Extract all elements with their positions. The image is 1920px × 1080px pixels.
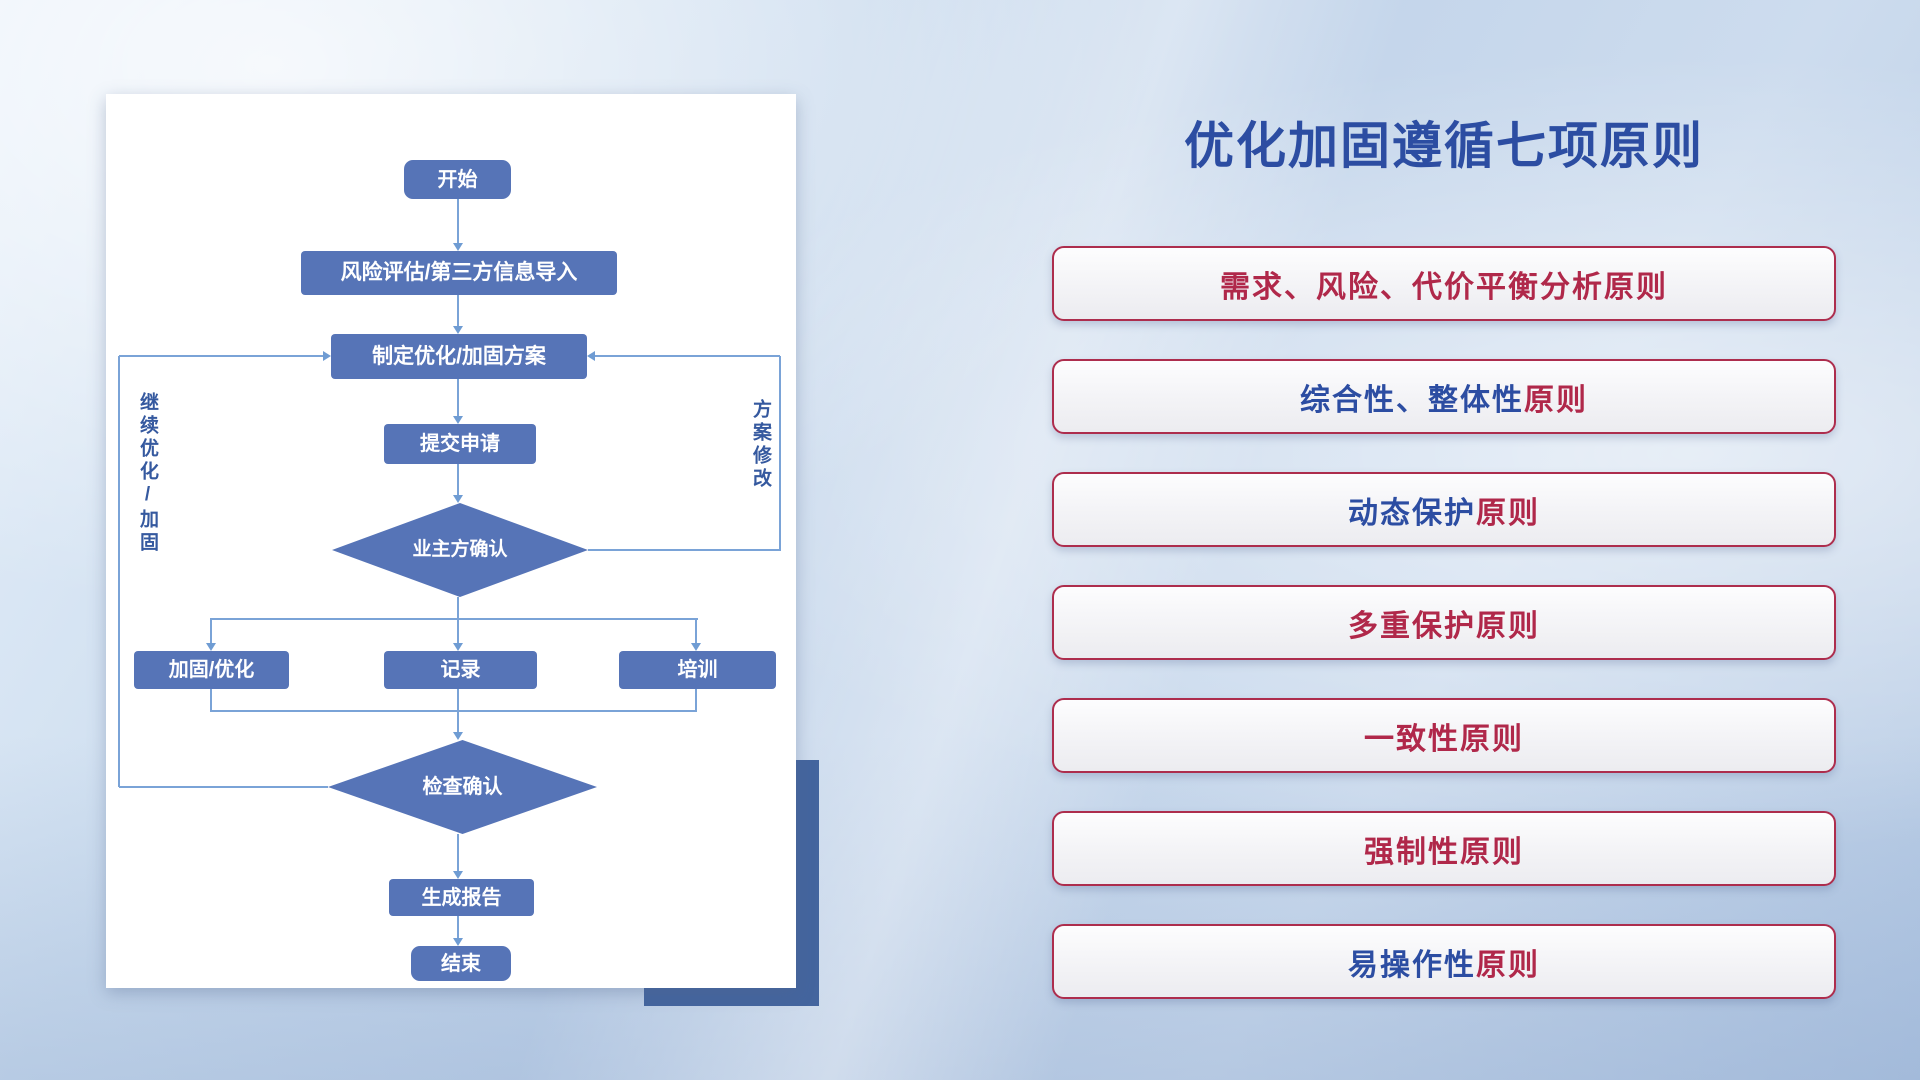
principle-text-segment: 动态保护: [1348, 496, 1476, 530]
connector: [210, 618, 698, 620]
connector: [457, 916, 459, 939]
connector: [118, 356, 120, 787]
connector: [457, 689, 459, 711]
arrowhead-right: [323, 351, 331, 361]
arrowhead-left: [587, 351, 595, 361]
principle-text-segment: 需求、风险、代价平衡分析原则: [1220, 270, 1668, 304]
principle-box-7: 易操作性原则: [1052, 924, 1836, 999]
flow-node-reinforce: 加固/优化: [134, 651, 289, 689]
principle-box-6: 强制性原则: [1052, 811, 1836, 886]
connector: [210, 710, 697, 712]
flow-node-end: 结束: [411, 946, 511, 981]
arrowhead-down: [691, 643, 701, 651]
connector: [119, 786, 328, 788]
connector: [457, 597, 459, 619]
arrowhead-down: [453, 871, 463, 879]
connector: [457, 379, 459, 417]
connector: [210, 689, 212, 711]
flow-node-start: 开始: [404, 160, 511, 199]
loop-label-plan-revision: 方案修改: [750, 399, 771, 491]
arrowhead-down: [453, 938, 463, 946]
flowchart-panel: 开始 风险评估/第三方信息导入 制定优化/加固方案 提交申请 业主方确认 加固/…: [106, 94, 796, 988]
connector: [588, 549, 781, 551]
connector: [119, 355, 324, 357]
connector: [779, 356, 781, 550]
principle-text-segment: 易操作性: [1348, 948, 1476, 982]
arrowhead-down: [453, 643, 463, 651]
connector: [457, 619, 459, 644]
flow-node-make-plan: 制定优化/加固方案: [331, 334, 587, 379]
arrowhead-down: [453, 416, 463, 424]
slide-title: 优化加固遵循七项原则: [1184, 118, 1704, 174]
flow-node-risk-import: 风险评估/第三方信息导入: [301, 251, 617, 295]
principle-box-2: 综合性、整体性原则: [1052, 359, 1836, 434]
flow-node-owner-confirm: 业主方确认: [332, 503, 588, 597]
loop-label-continue-optimize: 继续优化/加固: [137, 392, 158, 555]
arrowhead-down: [206, 643, 216, 651]
connector: [457, 464, 459, 496]
flow-node-check-confirm: 检查确认: [328, 740, 597, 834]
principle-text-segment: 多重保护原则: [1348, 609, 1540, 643]
connector: [594, 355, 780, 357]
connector: [457, 711, 459, 732]
connector: [457, 199, 459, 244]
arrowhead-down: [453, 495, 463, 503]
connector: [457, 834, 459, 872]
arrowhead-down: [453, 326, 463, 334]
connector: [457, 295, 459, 327]
principle-text-segment: 综合性、整体性: [1300, 383, 1524, 417]
principle-box-3: 动态保护原则: [1052, 472, 1836, 547]
principle-box-1: 需求、风险、代价平衡分析原则: [1052, 246, 1836, 321]
principle-box-4: 多重保护原则: [1052, 585, 1836, 660]
arrowhead-down: [453, 732, 463, 740]
connector: [210, 619, 212, 644]
flow-node-training: 培训: [619, 651, 776, 689]
principle-box-5: 一致性原则: [1052, 698, 1836, 773]
connector: [695, 689, 697, 711]
flow-node-record: 记录: [384, 651, 537, 689]
arrowhead-down: [453, 243, 463, 251]
flow-node-submit: 提交申请: [384, 424, 536, 464]
principle-text-segment: 一致性原则: [1364, 722, 1524, 756]
flow-node-report: 生成报告: [389, 879, 534, 916]
principle-text-segment: 原则: [1476, 948, 1540, 982]
principle-text-segment: 强制性原则: [1364, 835, 1524, 869]
principles-list: 需求、风险、代价平衡分析原则 综合性、整体性原则 动态保护原则 多重保护原则 一…: [1052, 246, 1836, 999]
principle-text-segment: 原则: [1476, 496, 1540, 530]
principle-text-segment: 原则: [1524, 383, 1588, 417]
connector: [695, 619, 697, 644]
